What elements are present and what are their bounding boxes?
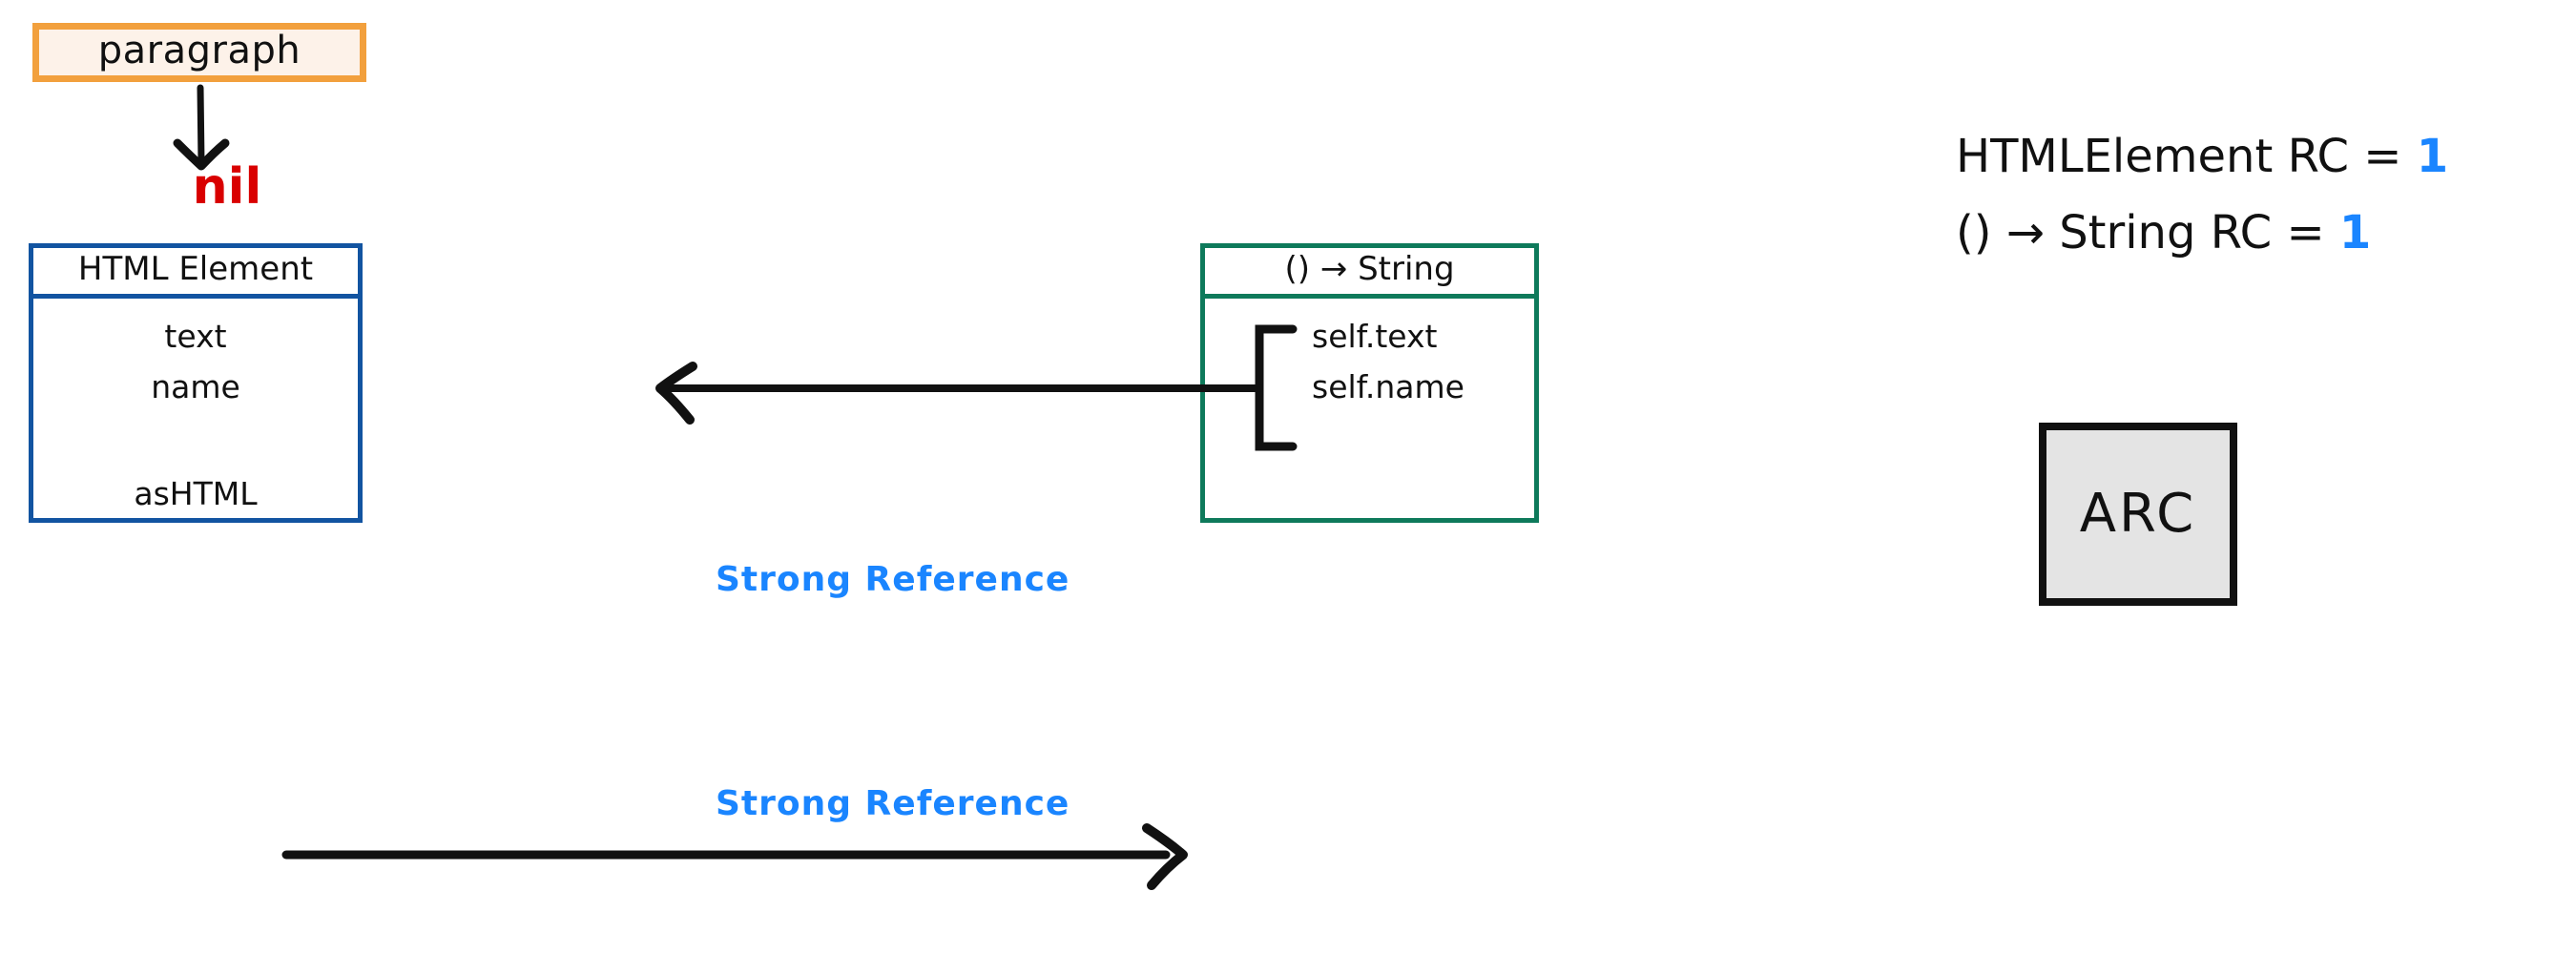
class-member-name: name [151,368,240,405]
refcount-html-element-name: HTMLElement [1956,130,2274,183]
capture-to-element-arrow [655,324,1298,451]
closure-capture-self-text: self.text [1312,318,1438,355]
closure-title: () → String [1284,250,1455,288]
nil-label: nil [192,158,262,216]
arc-legend-label: ARC [2079,483,2197,545]
class-member-ashtml: asHTML [134,475,258,512]
paragraph-label: paragraph [97,29,301,73]
refcount-closure-operator: RC = [2210,206,2325,259]
refcount-html-element: HTMLElement RC = 1 [1956,134,2448,179]
refcount-html-element-operator: RC = [2287,130,2402,183]
paragraph-to-nil-arrow [173,84,230,171]
strong-reference-label-upper: Strong Reference [716,560,1070,599]
class-member-text: text [164,318,227,355]
html-element-header: HTML Element [33,248,358,299]
html-element-title: HTML Element [77,250,314,288]
closure-capture-self-name: self.name [1312,368,1465,405]
ashtml-to-closure-arrow [281,823,1188,890]
closure-header: () → String [1205,248,1534,299]
refcount-html-element-value: 1 [2416,130,2449,183]
refcount-closure-name: () → String [1956,206,2196,259]
paragraph-variable-box: paragraph [32,23,366,82]
refcount-closure-value: 1 [2338,206,2372,259]
closure-box: () → String self.text self.name [1200,243,1539,523]
strong-reference-label-lower: Strong Reference [716,784,1070,823]
html-element-class-box: HTML Element text name asHTML [29,243,363,523]
refcount-closure: () → String RC = 1 [1956,210,2371,256]
arc-legend-box: ARC [2039,423,2237,606]
